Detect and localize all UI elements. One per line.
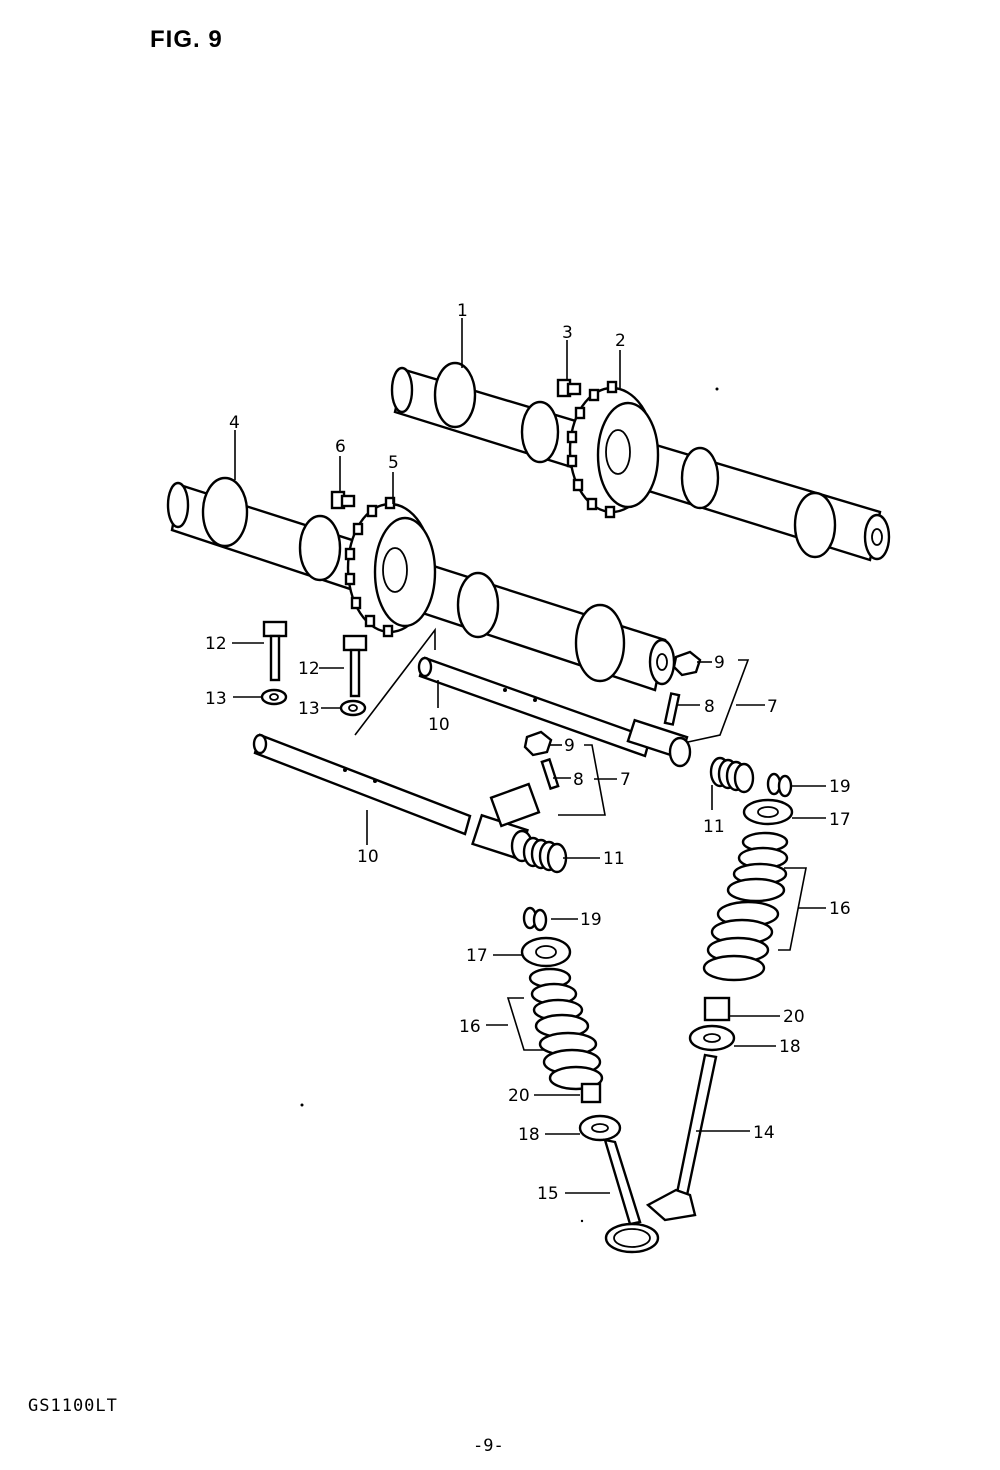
callout-7-upper: 7: [767, 697, 778, 717]
adjuster-nut-lower: [523, 730, 553, 757]
callout-numbers: 1 3 2 4 6 5 12 12 13 13 10 10 9 8 7 9 8 …: [205, 301, 851, 1204]
rocker-shaft-upper: [417, 656, 652, 758]
upper-cam-sprocket: [566, 380, 660, 519]
callout-17-right: 17: [829, 810, 851, 830]
callout-13-left: 13: [205, 689, 227, 709]
leader-lines: [232, 318, 826, 1194]
callout-16-right: 16: [829, 899, 851, 919]
upper-sprocket-bolt: [556, 378, 582, 398]
callout-8-lower: 8: [573, 770, 584, 790]
callout-1: 1: [457, 301, 468, 321]
callout-20-left: 20: [508, 1086, 530, 1106]
callout-16-left: 16: [459, 1017, 481, 1037]
page-number: -9-: [473, 1436, 504, 1456]
callout-7-lower: 7: [620, 770, 631, 790]
model-code: GS1100LT: [28, 1396, 118, 1416]
rocker-spring-lower: [522, 836, 568, 874]
callout-20-right: 20: [783, 1007, 805, 1027]
callout-10-lower: 10: [357, 847, 379, 867]
callout-12-right: 12: [298, 659, 320, 679]
callout-12-left: 12: [205, 634, 227, 654]
callout-15: 15: [537, 1184, 559, 1204]
callout-19-left: 19: [580, 910, 602, 930]
callout-8-upper: 8: [704, 697, 715, 717]
bolt-left: [260, 620, 288, 706]
lower-cam-sprocket: [344, 496, 437, 638]
callout-14: 14: [753, 1123, 775, 1143]
callout-10-upper: 10: [428, 715, 450, 735]
rocker-spring-upper: [709, 756, 755, 794]
lower-sprocket-bolt: [330, 490, 356, 510]
callout-17-left: 17: [466, 946, 488, 966]
callout-18-left: 18: [518, 1125, 540, 1145]
callout-4: 4: [229, 413, 240, 433]
callout-19-right: 19: [829, 777, 851, 797]
adjuster-screw-lower: [540, 757, 560, 791]
callout-2: 2: [615, 331, 626, 351]
callout-6: 6: [335, 437, 346, 457]
callout-5: 5: [388, 453, 399, 473]
callout-3: 3: [562, 323, 573, 343]
bolt-right: [339, 634, 368, 717]
rocker-shaft-lower: [252, 733, 472, 836]
rocker-arm-upper: [626, 718, 692, 768]
callout-11-lower: 11: [603, 849, 625, 869]
callout-18-right: 18: [779, 1037, 801, 1057]
adjuster-nut-upper: [672, 650, 702, 677]
right-valve-assembly: [645, 772, 794, 1222]
callout-11-upper: 11: [703, 817, 725, 837]
callout-13-right: 13: [298, 699, 320, 719]
left-valve-assembly: [520, 906, 660, 1254]
callout-9-lower: 9: [564, 736, 575, 756]
adjuster-screw-upper: [663, 692, 681, 726]
figure-title: FIG. 9: [150, 26, 223, 53]
callout-9-upper: 9: [714, 653, 725, 673]
